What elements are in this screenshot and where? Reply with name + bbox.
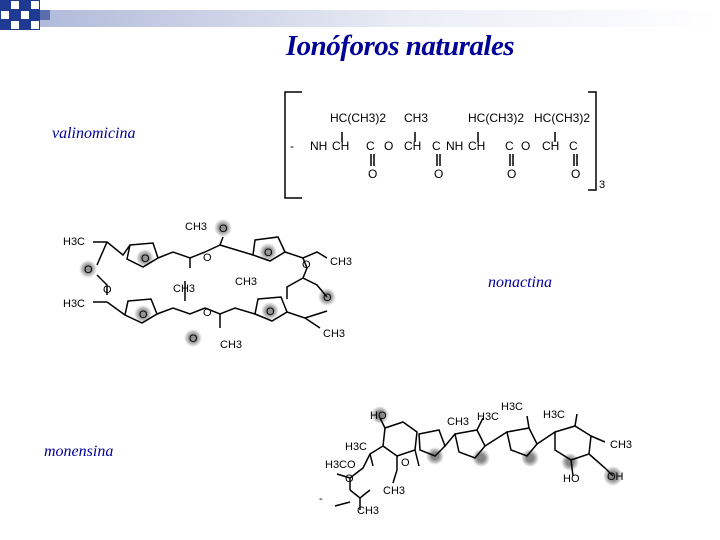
label-valinomicina: valinomicina [52, 125, 136, 142]
non-g-6: CH3 [323, 328, 345, 340]
val-sub-2: CH3 [404, 111, 428, 125]
val-bb-10: CH [542, 139, 559, 153]
non-g-4: CH3 [235, 276, 257, 288]
mon-o-b: O [401, 457, 410, 469]
mon-g-8: CH3 [383, 485, 405, 497]
mon-g-5: CH3 [610, 439, 632, 451]
non-o-6: O [266, 306, 275, 318]
non-g-1: CH3 [185, 221, 207, 233]
non-g-5: H3C [63, 298, 85, 310]
val-bb-4: CH [404, 139, 421, 153]
non-g-7: CH3 [220, 339, 242, 351]
label-nonactina: nonactina [488, 274, 552, 291]
non-o-10: O [103, 284, 112, 296]
mon-g-4: H3C [543, 409, 565, 421]
valinomycin-structure: HC(CH3)2 CH3 HC(CH3)2 HC(CH3)2 - NH CH C… [284, 91, 605, 199]
val-repeat: 3 [599, 179, 605, 191]
val-o-2: O [434, 167, 443, 181]
val-o-4: O [571, 167, 580, 181]
mon-g-13: OH [607, 471, 624, 483]
decorative-checker-band [0, 0, 720, 30]
val-bb-9: O [521, 139, 530, 153]
val-bb-5: C [432, 139, 441, 153]
mon-g-7: H3CO [325, 459, 356, 471]
non-g-3: CH3 [173, 283, 195, 295]
mon-g-12: HO [563, 473, 580, 485]
val-bb-11: C [569, 139, 578, 153]
non-o-5: O [189, 333, 198, 345]
val-sub-3: HC(CH3)2 [468, 111, 524, 125]
val-bb-8: C [505, 139, 514, 153]
monensin-structure: HO CH3 H3C H3C H3C CH3 H3C H3CO CH3 CH3 … [319, 401, 632, 517]
non-o-0: O [141, 253, 150, 265]
svg-text:-: - [290, 139, 294, 153]
val-bb-2: C [366, 139, 375, 153]
val-bb-3: O [384, 139, 393, 153]
mon-o-a: O [345, 473, 354, 485]
mon-g-1: CH3 [447, 416, 469, 428]
slide-title: Ionóforos naturales [285, 30, 515, 62]
non-g-0: H3C [63, 236, 85, 248]
mon-g-6: H3C [345, 441, 367, 453]
mon-g-9: CH3 [357, 505, 379, 517]
val-sub-4: HC(CH3)2 [534, 111, 590, 125]
non-o-8: O [203, 252, 212, 264]
non-g-2: CH3 [330, 256, 352, 268]
val-bb-7: CH [468, 139, 485, 153]
label-monensina: monensina [44, 443, 114, 460]
nonactin-structure: H3C CH3 CH3 CH3 CH3 H3C CH3 CH3 O O O O … [63, 219, 352, 351]
non-o-9: O [302, 259, 311, 271]
non-o-2: O [264, 247, 273, 259]
val-bb-0: NH [310, 139, 327, 153]
non-o-11: O [203, 307, 212, 319]
val-bb-6: NH [446, 139, 463, 153]
val-sub-1: HC(CH3)2 [330, 111, 386, 125]
non-o-4: O [139, 309, 148, 321]
mon-g-3: H3C [501, 401, 523, 413]
mon-g-0: HO [370, 410, 387, 422]
val-o-1: O [368, 167, 377, 181]
non-o-7: O [323, 292, 332, 304]
mon-charge: - [319, 493, 323, 505]
val-o-3: O [507, 167, 516, 181]
non-o-1: O [219, 223, 228, 235]
non-o-3: O [84, 264, 93, 276]
mon-g-2: H3C [477, 411, 499, 423]
val-bb-1: CH [332, 139, 349, 153]
